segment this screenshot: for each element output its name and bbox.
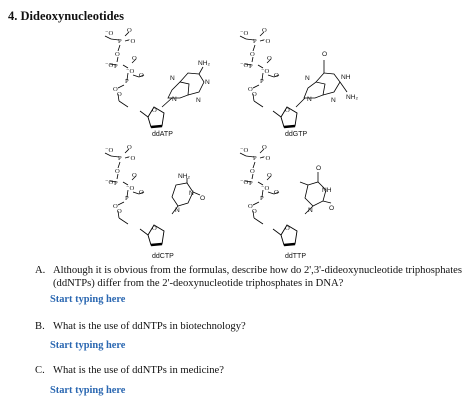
svg-text:N: N xyxy=(307,96,312,103)
ddGTP-structure: O NH NH₂ N N N ddGTP xyxy=(239,26,359,138)
svg-text:N: N xyxy=(172,96,177,103)
svg-text:N: N xyxy=(331,97,336,104)
ddGTP-o-label: O xyxy=(322,51,327,58)
ddTTP-caption: ddTTP xyxy=(285,253,306,260)
svg-text:N: N xyxy=(305,75,310,82)
svg-text:N: N xyxy=(175,207,180,214)
question-b-text: What is the use of ddNTPs in biotechnolo… xyxy=(53,321,246,332)
ddTTP-structure: O NH O N ddTTP xyxy=(239,143,334,260)
svg-text:N: N xyxy=(308,207,313,214)
question-c-text: What is the use of ddNTPs in medicine? xyxy=(53,365,224,376)
ddGTP-nh-label: NH xyxy=(341,74,351,81)
ddATP-structure: NH₂ N N N N ddATP xyxy=(104,26,211,138)
answer-c-input[interactable]: Start typing here xyxy=(50,385,126,396)
svg-text:N: N xyxy=(196,97,201,104)
svg-text:N: N xyxy=(189,190,194,197)
section-title: 4. Dideoxynucleotides xyxy=(8,9,124,23)
ddATP-caption: ddATP xyxy=(152,131,173,138)
question-a-text: Although it is obvious from the formulas… xyxy=(53,265,462,289)
ddCTP-nh2-label: NH₂ xyxy=(178,173,191,180)
nucleotide-structures: ⁻O P O ⁻O O P ⁻O O ⁻O P O O O O xyxy=(104,26,359,260)
svg-text:O: O xyxy=(329,205,334,212)
answer-b-input[interactable]: Start typing here xyxy=(50,340,126,351)
ddCTP-caption: ddCTP xyxy=(152,253,174,260)
question-a-number: A. xyxy=(35,265,46,276)
ddGTP-nh2-label: NH₂ xyxy=(346,94,359,101)
ddCTP-o-label: O xyxy=(200,195,205,202)
ddTTP-nh-label: NH xyxy=(322,187,332,194)
ddTTP-o-label: O xyxy=(316,165,321,172)
answer-a-input[interactable]: Start typing here xyxy=(50,294,126,305)
ddATP-nh2-label: NH₂ xyxy=(198,60,211,67)
question-c-number: C. xyxy=(35,365,45,376)
svg-text:N: N xyxy=(170,75,175,82)
question-b-number: B. xyxy=(35,321,45,332)
svg-text:N: N xyxy=(205,79,210,86)
ddCTP-structure: NH₂ O N N ddCTP xyxy=(104,143,205,260)
ddGTP-caption: ddGTP xyxy=(285,131,308,138)
